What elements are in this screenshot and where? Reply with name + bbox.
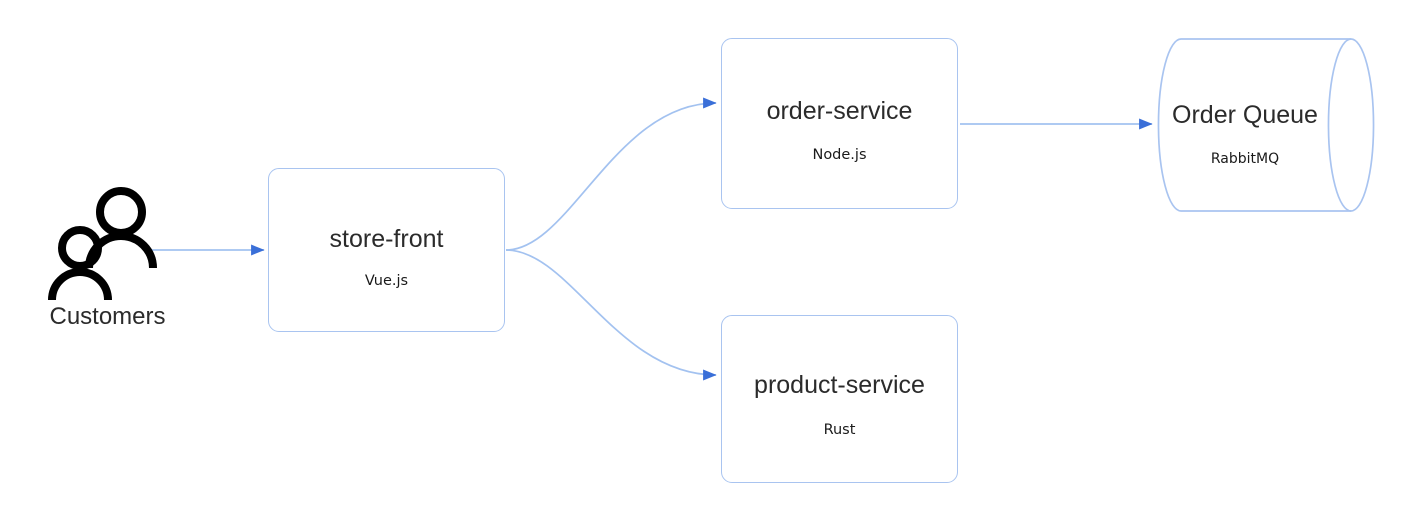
connector-store-front-to-order-service — [505, 97, 717, 251]
customers-label: Customers — [49, 303, 166, 330]
two-people-icon — [48, 187, 157, 300]
customers-actor[interactable]: Customers — [40, 185, 175, 335]
node-store-front-subtitle: Vue.js — [364, 273, 409, 289]
node-product-service[interactable]: product-service Rust — [721, 315, 958, 483]
node-order-queue[interactable]: Order Queue RabbitMQ — [1155, 33, 1377, 217]
node-order-queue-subtitle: RabbitMQ — [1210, 151, 1280, 167]
node-store-front[interactable]: store-front Vue.js — [268, 168, 505, 332]
node-product-service-title: product-service — [754, 371, 925, 399]
node-order-service-title: order-service — [766, 97, 913, 125]
node-order-service[interactable]: order-service Node.js — [721, 38, 958, 209]
node-order-service-subtitle: Node.js — [812, 147, 867, 163]
node-store-front-title: store-front — [329, 225, 444, 253]
connector-store-front-to-product-service — [505, 249, 717, 381]
cylinder-shape — [1157, 38, 1375, 212]
node-order-queue-title: Order Queue — [1172, 101, 1318, 129]
node-product-service-subtitle: Rust — [823, 422, 856, 438]
